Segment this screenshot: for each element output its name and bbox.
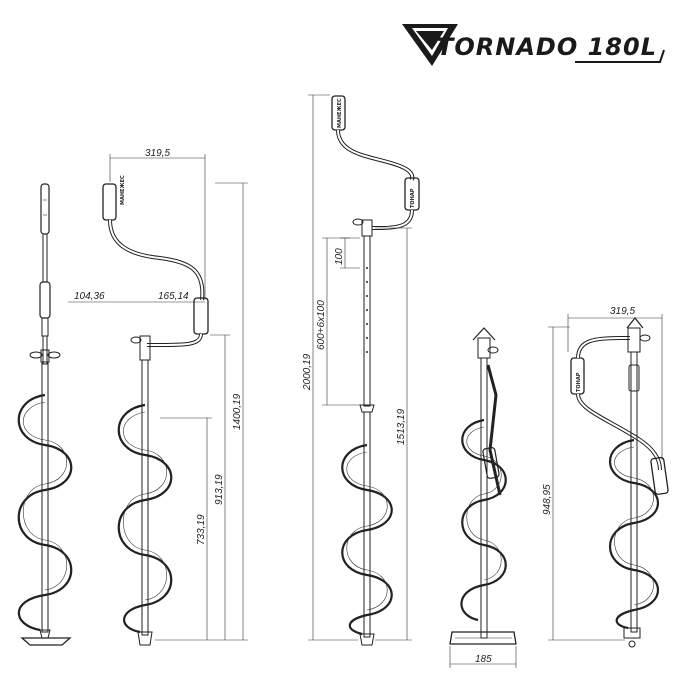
dim-height-mid-left: 913,19 <box>214 474 225 505</box>
dim-height-mid-center: 1513,19 <box>396 408 407 445</box>
dim-extension-rod: 600+6x100 <box>316 300 327 350</box>
dim-total-height-left: 1400,19 <box>232 393 243 430</box>
auger-assembled-right: ТОНАР 319,5 948,95 <box>542 306 669 648</box>
dim-extension-step: 100 <box>334 248 345 265</box>
grip-label-right: ТОНАР <box>576 372 582 392</box>
dim-offset-left: 104,36 <box>74 291 105 302</box>
auger-extended-center: МАНЕЖЕС ТОНАР 2000,19 600+6x100 100 <box>302 94 420 646</box>
grip-label: МАНЕЖЕС <box>120 175 126 205</box>
dim-top-width-left: 319,5 <box>145 148 170 159</box>
auger-folded <box>17 183 73 646</box>
dim-top-width-right: 319,5 <box>610 306 635 317</box>
grip-label-center-2: ТОНАР <box>410 188 416 208</box>
brand-logo: TORNADO 180L <box>402 24 665 66</box>
dim-height-low-left: 733,19 <box>196 514 207 545</box>
auger-side-view: 185 <box>449 327 517 668</box>
logo-text: TORNADO 180L <box>437 33 657 61</box>
dim-offset-center: 165,14 <box>158 291 189 302</box>
dim-total-height-center: 2000,19 <box>302 353 313 391</box>
auger-assembled-left: МАНЕЖЕС 319,5 104,36 165,14 1400,19 913,… <box>68 148 248 646</box>
handle-grip-top <box>102 183 117 221</box>
dim-total-height-right: 948,95 <box>542 484 553 515</box>
handle-grip-lower <box>193 297 209 335</box>
dim-blade-width: 185 <box>475 654 492 665</box>
grip-label-center: МАНЕЖЕС <box>337 98 343 128</box>
